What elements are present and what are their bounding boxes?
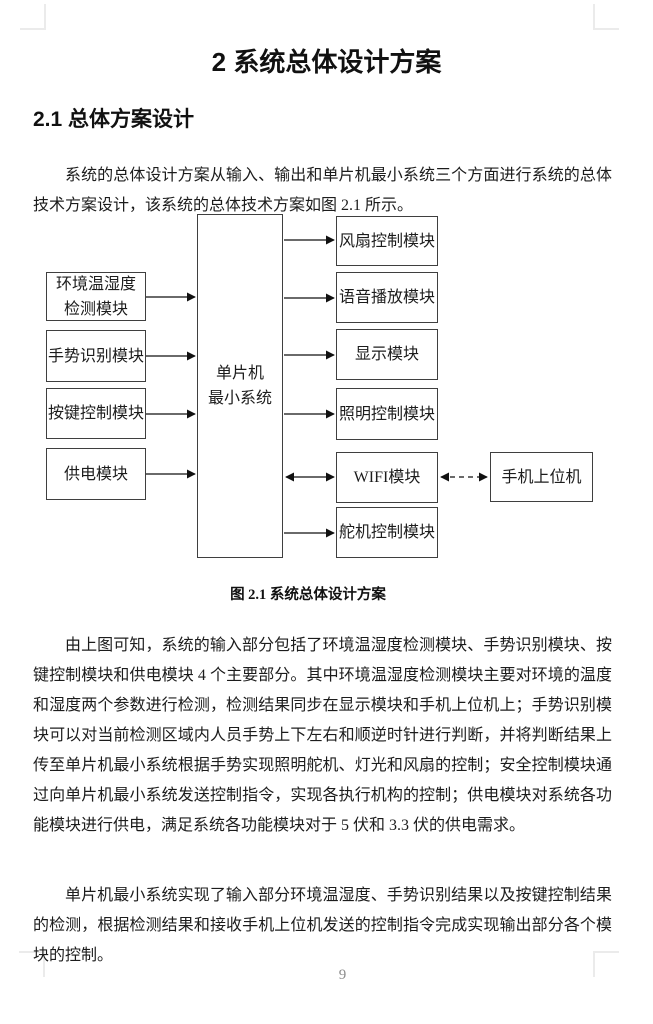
text-boundary-mark-top-left [20,4,46,30]
intro-paragraph: 系统的总体设计方案从输入、输出和单片机最小系统三个方面进行系统的总体技术方案设计… [33,167,612,214]
chapter-title: 2 系统总体设计方案 [211,47,442,77]
diagram-box-power-supply-module: 供电模块 [46,448,146,500]
box-label: 手势识别模块 [47,347,144,365]
box-label: 显示模块 [354,346,419,363]
body-paragraph-1: 由上图可知，系统的输入部分包括了环境温湿度检测模块、手势识别模块、按键控制模块和… [33,637,612,834]
diagram-box-phone-host: 手机上位机 [490,452,593,502]
body-paragraph-2: 单片机最小系统实现了输入部分环境温湿度、手势识别结果以及按键控制结果的检测，根据… [33,887,612,964]
box-label-line: 最小系统 [207,390,272,407]
diagram-box-mcu-minimum-system: 单片机 最小系统 [197,214,283,558]
diagram-box-display-module: 显示模块 [336,329,438,380]
diagram-box-wifi-module: WIFI模块 [336,452,438,503]
diagram-box-voice-playback-module: 语音播放模块 [336,272,438,323]
box-label: 供电模块 [63,465,128,483]
box-label-line: 环境温湿度 [55,275,136,293]
text-boundary-mark-bottom-left [19,951,45,977]
diagram-box-lighting-control-module: 照明控制模块 [336,388,438,440]
diagram-box-servo-control-module: 舵机控制模块 [336,507,438,558]
section-heading: 2.1 总体方案设计 [33,108,195,131]
diagram-box-gesture-recognition-module: 手势识别模块 [46,330,146,382]
diagram-box-fan-control-module: 风扇控制模块 [336,216,438,266]
diagram-box-key-control-module: 按键控制模块 [46,388,146,439]
box-label: 手机上位机 [501,468,582,486]
text-boundary-mark-top-right [593,4,619,30]
diagram-box-env-temp-humidity-module: 环境温湿度 检测模块 [46,272,146,321]
box-label: 风扇控制模块 [338,232,435,250]
text-boundary-mark-bottom-right [593,951,619,977]
box-label: 舵机控制模块 [338,524,435,541]
box-label: 照明控制模块 [338,405,435,423]
box-label-line: 单片机 [215,365,264,382]
page-number: 9 [338,967,347,983]
figure-caption: 图 2.1 系统总体设计方案 [230,587,386,603]
box-label-line: 检测模块 [63,300,128,318]
box-label: 按键控制模块 [47,405,144,422]
box-label: 语音播放模块 [338,289,435,306]
box-label: WIFI模块 [353,469,421,486]
